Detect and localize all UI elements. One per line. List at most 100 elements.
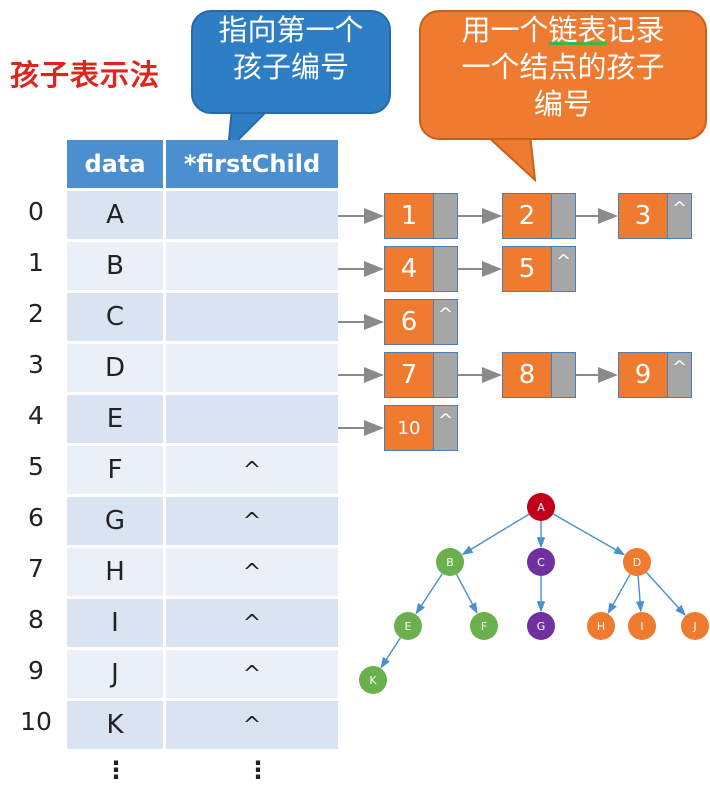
tree-node: K [359,666,387,694]
cell-data: B [67,239,165,292]
cell-data: H [67,545,165,598]
child-index-value: 7 [385,353,433,397]
row-index: 9 [28,656,44,685]
next-pointer [433,353,457,397]
continuation-dots-first: ⋮ [246,756,270,784]
header-first-child: *firstChild [163,140,338,190]
cell-first-child [163,341,338,394]
child-list-node: 9^ [618,352,692,398]
tree-edge [380,637,401,669]
child-list-node: 1 [384,193,458,239]
child-index-value: 5 [503,247,551,291]
cell-first-child: ^ [163,596,338,649]
cell-data: C [67,290,165,343]
child-index-value: 1 [385,194,433,238]
callout-tail-orange [482,133,537,183]
row-index: 2 [28,299,44,328]
row-index: 5 [28,452,44,481]
next-pointer: ^ [667,194,691,238]
tree-node: G [527,612,555,640]
child-index-value: 8 [503,353,551,397]
tree-edge [607,573,631,615]
tree-node: H [587,612,615,640]
callout-child-list: 用一个链表记录 一个结点的孩子 编号 [419,10,707,140]
table-row: H^ [67,545,338,598]
cell-data: I [67,596,165,649]
child-list-node: 4 [384,246,458,292]
child-list-node: 2 [502,193,576,239]
cell-data: D [67,341,165,394]
cell-first-child: ^ [163,443,338,496]
tree-node: B [436,548,464,576]
tree-node: A [527,493,555,521]
tree-node: F [470,612,498,640]
cell-data: K [67,698,165,749]
cell-first-child: ^ [163,698,338,749]
cell-first-child: ^ [163,545,338,598]
child-list-node: 8 [502,352,576,398]
next-pointer: ^ [433,406,457,450]
tree-node: J [681,612,709,640]
next-pointer: ^ [551,247,575,291]
child-list-node: 10^ [384,405,458,451]
table-row: D [67,341,338,394]
callout-first-line-1: 指向第一个 [218,13,364,47]
next-pointer: ^ [433,300,457,344]
child-list-node: 6^ [384,299,458,345]
callout-highlight: 链表 [548,13,607,47]
row-index: 3 [28,350,44,379]
cell-first-child [163,188,338,241]
child-index-value: 3 [619,194,667,238]
row-index: 4 [28,401,44,430]
child-list-node: 3^ [618,193,692,239]
next-pointer [433,194,457,238]
table-row: A [67,188,338,241]
cell-data: A [67,188,165,241]
table-row: C [67,290,338,343]
row-index: 8 [28,605,44,634]
tree-edge [552,513,626,556]
cell-data: E [67,392,165,445]
page-title: 孩子表示法 [10,58,161,92]
cell-first-child [163,239,338,292]
callout-list-line-3: 编号 [533,87,592,121]
cell-first-child: ^ [163,647,338,700]
next-pointer [433,247,457,291]
table-row: G^ [67,494,338,547]
table-row: K^ [67,698,338,749]
row-index: 10 [20,707,52,736]
tree-edge [635,575,645,613]
tree-edge [645,571,686,616]
continuation-dots-data: ⋮ [104,756,128,784]
cell-first-child [163,392,338,445]
child-list-node: 7 [384,352,458,398]
table-row: F^ [67,443,338,496]
callout-list-line-2: 一个结点的孩子 [461,50,665,84]
callout-first-line-2: 孩子编号 [232,50,349,84]
cell-first-child: ^ [163,494,338,547]
child-index-value: 4 [385,247,433,291]
row-index: 6 [28,503,44,532]
cell-first-child [163,290,338,343]
child-index-value: 6 [385,300,433,344]
tree-node: E [394,612,422,640]
next-pointer [551,194,575,238]
callout-list-line-1: 用一个链表记录 [461,13,665,47]
table-row: E [67,392,338,445]
child-index-value: 9 [619,353,667,397]
table-row: B [67,239,338,292]
row-index: 1 [28,248,44,277]
tree-node: D [623,548,651,576]
tree-node: C [527,548,555,576]
callout-first-child: 指向第一个 孩子编号 [191,10,391,114]
next-pointer [551,353,575,397]
child-list-node: 5^ [502,246,576,292]
tree-edge [415,573,443,615]
child-index-value: 2 [503,194,551,238]
next-pointer: ^ [667,353,691,397]
tree-node: I [628,612,656,640]
cell-data: J [67,647,165,700]
cell-data: F [67,443,165,496]
header-data: data [67,140,165,190]
